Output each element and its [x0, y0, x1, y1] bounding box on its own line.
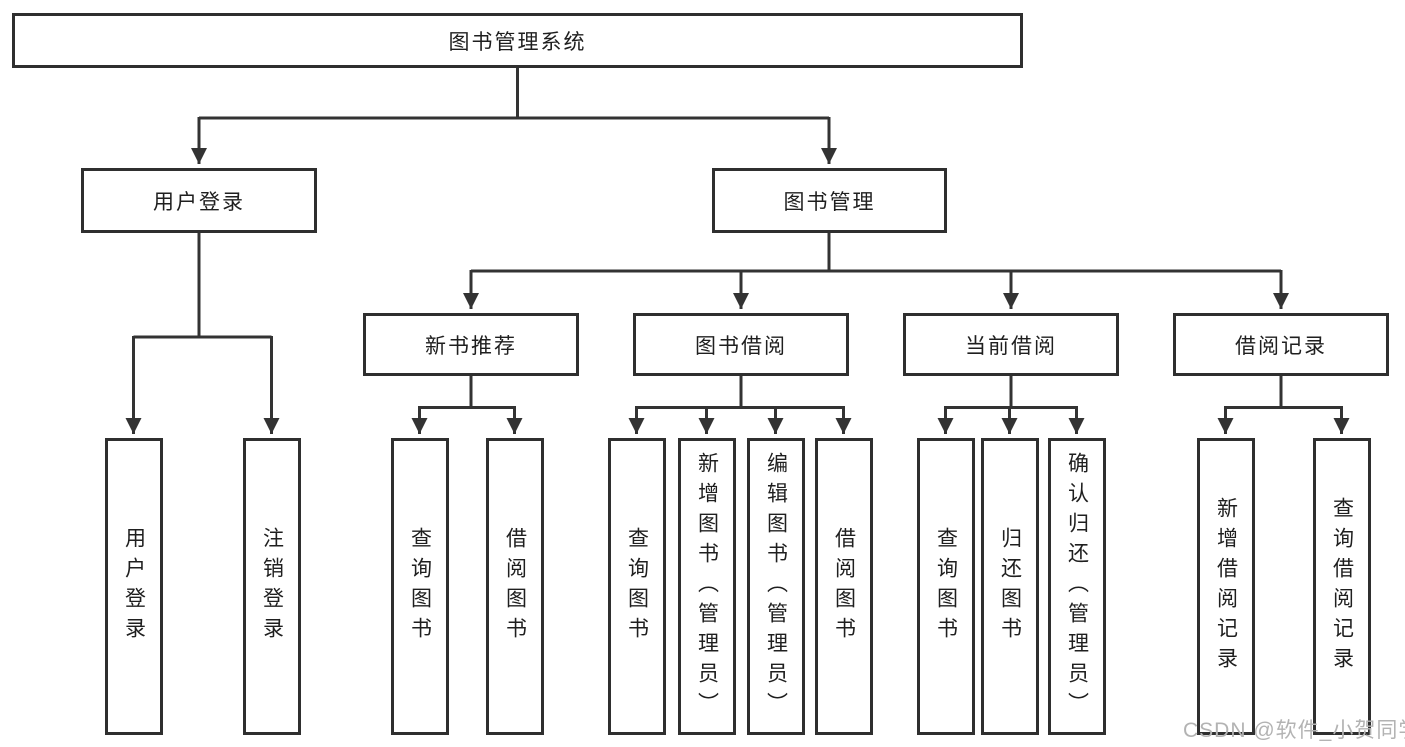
leaf-label: 查询图书	[934, 526, 958, 647]
leaf-query-books: 查询图书	[608, 438, 666, 735]
node-label: 当前借阅	[965, 334, 1057, 358]
leaf-label: 查询图书	[408, 526, 432, 647]
leaf-label: 确认归还（管理员）	[1065, 451, 1089, 722]
node-book-management: 图书管理	[712, 168, 947, 233]
connectors-userlogin-branch	[125, 233, 280, 434]
leaf-label: 查询图书	[625, 526, 649, 647]
connectors-bookmgmt-branch	[463, 233, 1289, 309]
leaf-label: 归还图书	[998, 526, 1022, 647]
leaf-label: 注销登录	[260, 526, 284, 647]
leaf-label: 编辑图书（管理员）	[764, 451, 788, 722]
leaf-add-borrow-record: 新增借阅记录	[1197, 438, 1255, 735]
node-new-book-recommend: 新书推荐	[363, 313, 579, 376]
leaf-query-books: 查询图书	[391, 438, 449, 735]
leaf-borrow-books: 借阅图书	[815, 438, 873, 735]
leaf-label: 借阅图书	[503, 526, 527, 647]
node-user-login: 用户登录	[81, 168, 317, 233]
node-label: 图书管理	[783, 190, 876, 214]
node-label: 图书管理系统	[448, 30, 587, 54]
leaf-edit-books-admin: 编辑图书（管理员）	[747, 438, 805, 735]
node-borrowing-records: 借阅记录	[1173, 313, 1389, 376]
node-current-borrowing: 当前借阅	[903, 313, 1119, 376]
node-book-borrowing: 图书借阅	[633, 313, 849, 376]
leaf-confirm-return-admin: 确认归还（管理员）	[1048, 438, 1106, 735]
connectors-root-to-level2	[191, 68, 837, 164]
node-root-system: 图书管理系统	[12, 13, 1023, 68]
leaf-add-books-admin: 新增图书（管理员）	[678, 438, 736, 735]
leaf-label: 查询借阅记录	[1330, 496, 1354, 677]
leaf-query-books: 查询图书	[917, 438, 975, 735]
leaf-label: 新增图书（管理员）	[695, 451, 719, 722]
node-label: 借阅记录	[1235, 334, 1327, 358]
leaf-label: 新增借阅记录	[1214, 496, 1238, 677]
leaf-query-borrow-record: 查询借阅记录	[1313, 438, 1371, 735]
leaf-logout: 注销登录	[243, 438, 301, 735]
leaf-label: 用户登录	[122, 526, 146, 647]
leaf-label: 借阅图书	[832, 526, 856, 647]
node-label: 图书借阅	[695, 334, 787, 358]
leaf-return-books: 归还图书	[981, 438, 1039, 735]
leaf-user-login: 用户登录	[105, 438, 163, 735]
connectors-level3-to-leaves	[411, 376, 1350, 434]
node-label: 用户登录	[153, 190, 245, 214]
node-label: 新书推荐	[425, 334, 517, 358]
csdn-watermark: CSDN @软件_小贺同学	[1183, 719, 1405, 742]
leaf-borrow-books: 借阅图书	[486, 438, 544, 735]
